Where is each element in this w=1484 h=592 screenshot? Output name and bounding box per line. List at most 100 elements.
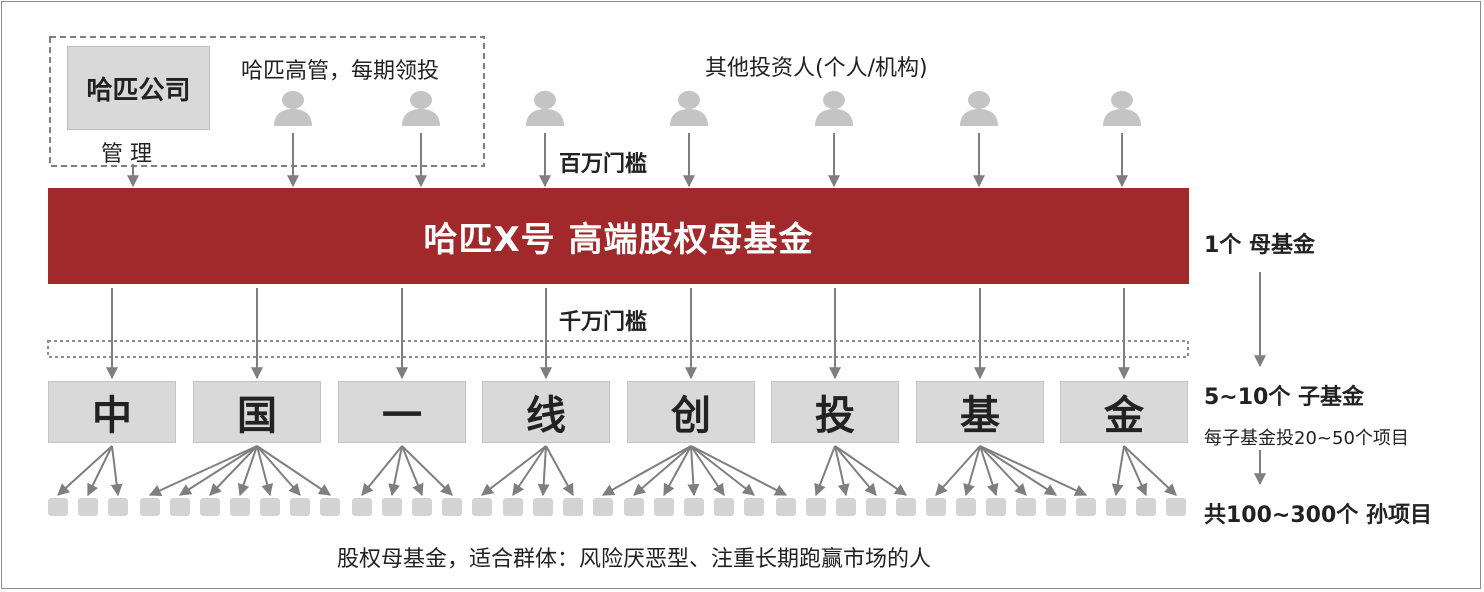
grandchild-project [866,498,886,516]
project-arrow [690,445,788,496]
grandchild-project [472,498,492,516]
mother-count-label: 1个 母基金 [1204,233,1315,258]
grandchild-project [1016,498,1036,516]
grandchild-project [986,498,1006,516]
subfund-box: 创 [627,381,755,443]
grandchild-project [260,498,280,516]
subfund-label: 投 [815,393,855,439]
grandchild-project [140,498,160,516]
grandchild-project [230,498,250,516]
manage-label: 管 理 [101,142,152,167]
person-icon [667,90,711,126]
grandchild-project [320,498,340,516]
grandchild-project [533,498,553,516]
grandchild-project [1046,498,1066,516]
company-box: 哈匹公司 [67,46,210,130]
grandchild-project [563,498,583,516]
subfund-label: 创 [671,393,711,439]
project-arrow [834,445,907,496]
project-arrow [481,445,547,496]
grandchild-project [1106,498,1126,516]
grandchild-project [200,498,220,516]
project-arrow [979,445,1027,496]
project-arrow [209,445,258,496]
project-arrow [401,445,453,496]
project-arrow [687,445,700,497]
subfund-label: 基 [960,393,1000,439]
sub-note-label: 每子基金投20~50个项目 [1204,428,1409,449]
project-arrow [834,445,877,496]
project-arrow [545,445,574,497]
subfund-box: 基 [916,381,1044,443]
grandchild-project [1166,498,1186,516]
person-icon [1100,90,1144,126]
subfund-label: 金 [1104,393,1144,439]
subfund-label: 线 [526,393,566,439]
project-arrow [963,445,981,497]
project-arrow [935,445,981,496]
project-arrow [1123,445,1148,497]
investor-arrows [127,133,1128,188]
person-icon [271,90,315,126]
subfund-box: 金 [1060,381,1188,443]
project-arrow [388,445,403,497]
grandchild-project [48,498,68,516]
executives-label: 哈匹高管，每期领投 [241,59,440,84]
subfund-label: 一 [382,393,422,439]
project-arrow [178,445,258,496]
project-arrow [401,445,424,497]
project-arrow [361,445,403,496]
project-arrow [57,445,113,496]
person-icon [523,90,567,126]
grandchild-project [412,498,432,516]
subfund-box: 线 [482,381,610,443]
grandchild-project [1076,498,1096,516]
grandchild-project [776,498,796,516]
project-arrow [256,445,301,496]
project-arrow [690,445,725,496]
project-arrow [537,445,550,497]
project-arrow [979,445,1058,496]
grand-count-label: 共100~300个 孙项目 [1204,503,1432,528]
project-arrow [814,445,836,497]
grandchild-project [744,498,764,516]
subfund-box: 国 [193,381,321,443]
project-arrow [979,445,999,497]
grandchild-project [593,498,613,516]
threshold-ten-million: 千万门槛 [559,310,648,335]
grandchild-project [1136,498,1156,516]
threshold-million: 百万门槛 [559,152,648,177]
grandchild-project [290,498,310,516]
project-arrow [979,445,1088,496]
grandchild-project [926,498,946,516]
project-arrow [256,445,274,497]
grandchild-project [624,498,644,516]
subfund-arrows [106,288,1130,380]
project-arrow [834,445,850,497]
project-arrow [148,445,258,496]
grandchild-project [654,498,674,516]
subfund-label: 中 [92,393,132,439]
mother-fund-bar: 哈匹X号 高端股权母基金 [48,188,1189,284]
sub-count-label: 5~10个 子基金 [1204,385,1365,410]
project-arrow [633,445,692,496]
project-arrow [1123,445,1177,496]
project-arrow [237,445,258,497]
bottom-note: 股权母基金，适合群体：风险厌恶型、注重长期跑赢市场的人 [337,547,932,572]
grandchild-project [714,498,734,516]
project-arrow [1111,445,1125,497]
subfund-label: 国 [237,393,277,439]
grandchild-project [108,498,128,516]
grandchild-project [836,498,856,516]
dotted-band [47,340,1189,358]
subfund-box: 一 [338,381,466,443]
grandchild-project [382,498,402,516]
subfund-box: 投 [771,381,899,443]
project-arrow [690,445,755,496]
person-icon [399,90,443,126]
project-arrow [87,445,113,497]
grandchild-project [806,498,826,516]
project-arrow [256,445,331,496]
